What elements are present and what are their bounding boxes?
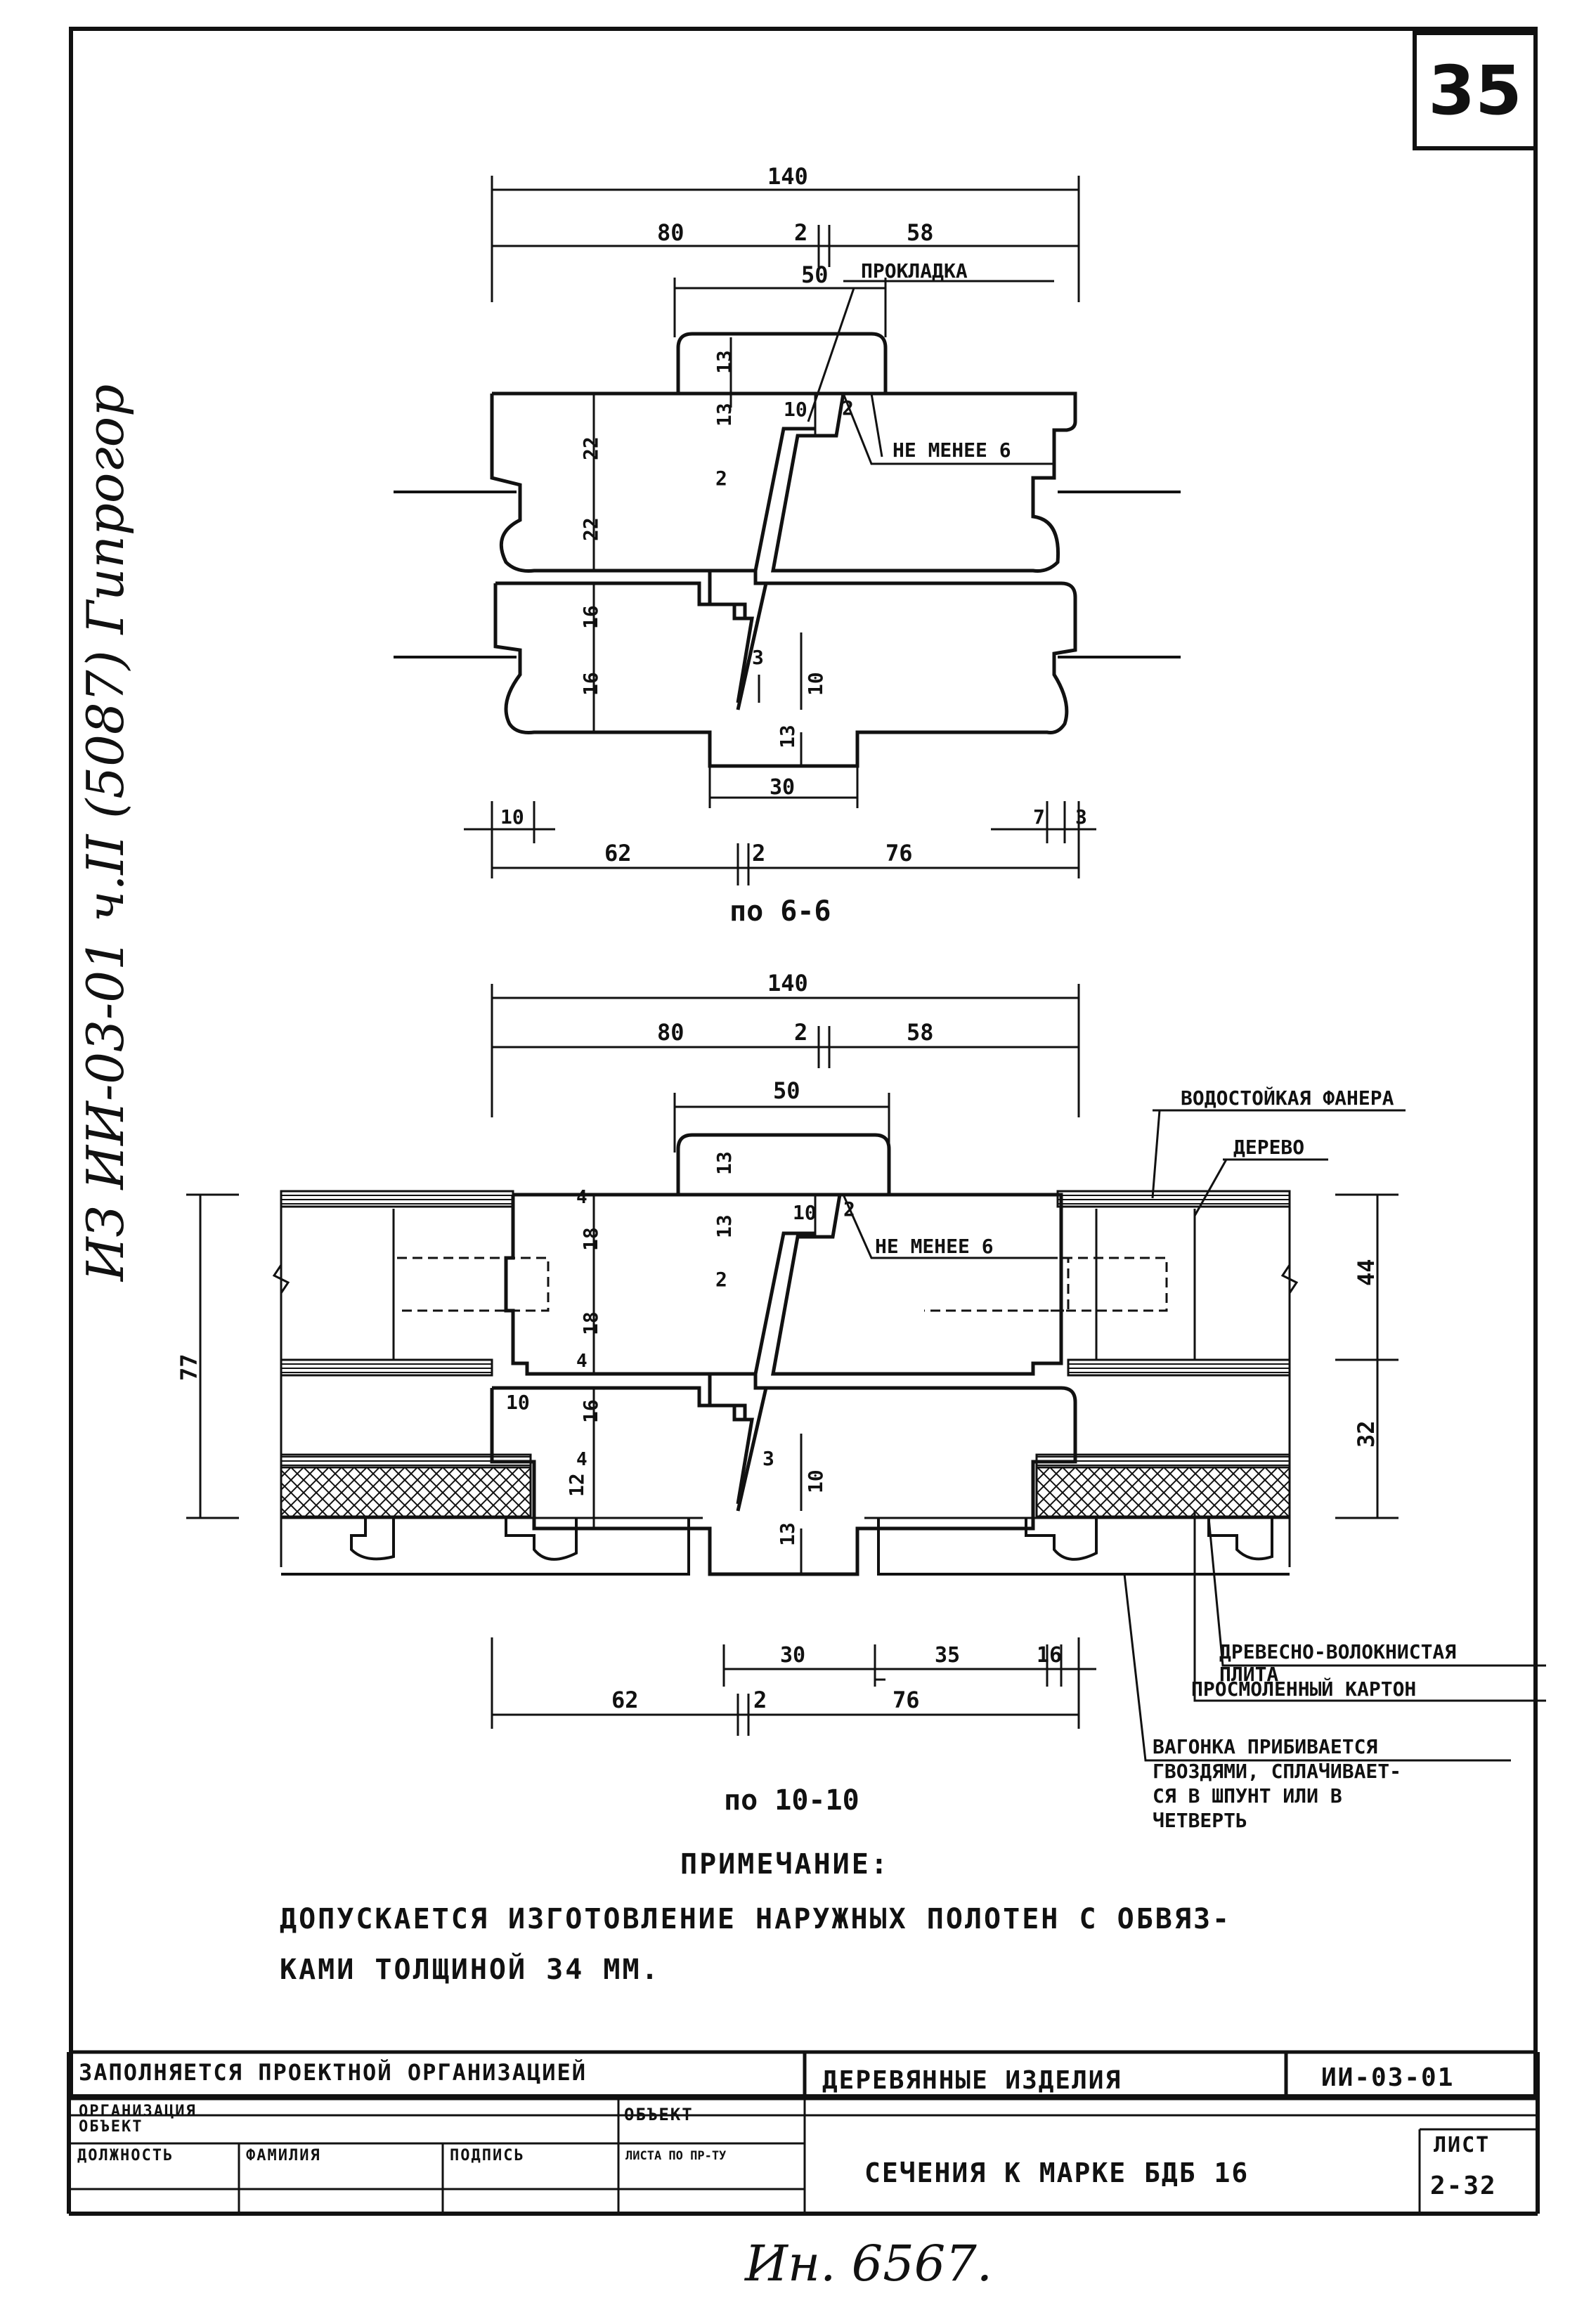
dim-d2b: 2 — [842, 396, 854, 420]
dim-bottom-cap: 30 — [770, 775, 795, 800]
dim-h4c: 4 — [576, 1449, 588, 1470]
section-10-10-labels: 140 80 2 58 50 ВОДОСТОЙКАЯ ФАНЕРА ДЕРЕВО… — [176, 970, 1456, 1832]
title-block-lines — [67, 2050, 1540, 2216]
dim-h18a: 18 — [579, 1227, 602, 1251]
label-lining-2: ГВОЗДЯМИ, СПЛАЧИВАЕТ- — [1153, 1760, 1401, 1783]
dim-total: 140 — [767, 163, 808, 190]
dim-b2: 2 — [752, 840, 765, 866]
dim-cap-width: 50 — [773, 1077, 800, 1104]
sheet-number: 35 — [1413, 31, 1538, 150]
dim-right: 58 — [907, 219, 934, 246]
tb-signature: ПОДПИСЬ — [450, 2147, 525, 2164]
dim-gap: 2 — [794, 219, 807, 246]
dim-b16: 16 — [1037, 1643, 1062, 1668]
dim-h18b: 18 — [579, 1311, 602, 1335]
dim-h16b: 16 — [579, 672, 602, 696]
dim-b35: 35 — [935, 1643, 960, 1668]
dim-total: 140 — [767, 970, 808, 997]
dim-b3: 3 — [1075, 805, 1087, 829]
dim-h22a: 22 — [579, 436, 602, 460]
label-cardboard: ПРОСМОЛЕННЫЙ КАРТОН — [1191, 1677, 1416, 1701]
dim-d2: 2 — [843, 1197, 855, 1221]
dim-h13c: 13 — [776, 725, 799, 748]
tb-doc-title: ДЕРЕВЯННЫЕ ИЗДЕЛИЯ — [822, 2066, 1122, 2095]
label-plywood: ВОДОСТОЙКАЯ ФАНЕРА — [1181, 1086, 1394, 1110]
dim-b62: 62 — [604, 840, 632, 866]
dim-d10b: 10 — [804, 672, 827, 696]
dim-h4b: 4 — [576, 1351, 588, 1372]
dim-cap-width: 50 — [801, 261, 829, 288]
dim-b76: 76 — [885, 840, 913, 866]
label-wood: ДЕРЕВО — [1233, 1136, 1304, 1159]
label-lining-1: ВАГОНКА ПРИБИВАЕТСЯ — [1153, 1735, 1377, 1758]
dim-h32: 32 — [1353, 1420, 1380, 1448]
dim-d3: 3 — [752, 646, 764, 669]
dim-d10b: 10 — [804, 1469, 827, 1493]
note-line-2: КАМИ ТОЛЩИНОЙ 34 ММ. — [280, 1954, 661, 1986]
dim-h44: 44 — [1353, 1259, 1380, 1286]
tb-surname: ФАМИЛИЯ — [246, 2147, 321, 2164]
dim-b62: 62 — [611, 1687, 639, 1713]
dim-h13a: 13 — [713, 350, 736, 374]
tb-object: ОБЪЕКТ — [624, 2105, 694, 2124]
dim-gap: 2 — [794, 1019, 807, 1046]
tb-sheet-ref: ЛИСТА ПО ПР-ТУ — [625, 2149, 727, 2163]
tb-filled-by: ЗАПОЛНЯЕТСЯ ПРОЕКТНОЙ ОРГАНИЗАЦИЕЙ — [79, 2059, 588, 2086]
dim-d10c: 10 — [506, 1391, 530, 1414]
tb-sheet-label: ЛИСТ — [1434, 2133, 1491, 2157]
dim-b30: 30 — [780, 1643, 805, 1668]
tb-organization: ОРГАНИЗАЦИЯ — [79, 2103, 197, 2120]
dim-total-h: 77 — [176, 1353, 202, 1381]
tb-doc-code: ИИ-03-01 — [1321, 2063, 1455, 2092]
dim-left: 80 — [657, 219, 684, 246]
dim-d2b: 2 — [715, 1268, 727, 1291]
dim-h16a: 16 — [579, 605, 602, 629]
dim-h16: 16 — [579, 1399, 602, 1423]
label-fiberboard-1: ДРЕВЕСНО-ВОЛОКНИСТАЯ — [1219, 1640, 1456, 1663]
dim-left: 80 — [657, 1019, 684, 1046]
tb-object-small: ОБЪЕКТ — [79, 2118, 143, 2136]
section-10-10 — [186, 984, 1546, 1762]
dim-h13b: 13 — [713, 403, 736, 427]
dim-h4a: 4 — [576, 1187, 588, 1208]
dim-h22b: 22 — [579, 517, 602, 541]
dim-h13a: 13 — [713, 1151, 736, 1175]
note-line-1: ДОПУСКАЕТСЯ ИЗГОТОВЛЕНИЕ НАРУЖНЫХ ПОЛОТЕ… — [280, 1903, 1232, 1935]
inventory-number: Ин. 6567. — [745, 2235, 993, 2292]
label-lining-4: ЧЕТВЕРТЬ — [1153, 1809, 1247, 1832]
label-fiberboard-2: ПЛИТА — [1219, 1663, 1278, 1686]
dim-b7: 7 — [1033, 805, 1045, 829]
note-title: ПРИМЕЧАНИЕ: — [680, 1848, 890, 1881]
label-min6: НЕ МЕНЕЕ 6 — [875, 1235, 994, 1258]
tb-position: ДОЛЖНОСТЬ — [77, 2147, 174, 2164]
dim-b10: 10 — [500, 805, 524, 829]
tb-sheet-value: 2-32 — [1430, 2172, 1497, 2200]
dim-right: 58 — [907, 1019, 934, 1046]
dim-d3: 3 — [762, 1447, 774, 1470]
tb-drawing-title: СЕЧЕНИЯ К МАРКЕ БДБ 16 — [864, 2157, 1250, 2188]
dim-h13c: 13 — [776, 1522, 799, 1546]
dim-d10: 10 — [784, 398, 807, 421]
dim-b76: 76 — [893, 1687, 920, 1713]
dim-h13b: 13 — [713, 1214, 736, 1238]
section-6-6-labels: 140 80 2 58 50 ПРОКЛАДКА 13 13 2 10 2 НЕ… — [500, 163, 1087, 928]
dim-d10: 10 — [793, 1201, 817, 1224]
label-lining-3: СЯ В ШПУНТ ИЛИ В — [1153, 1784, 1342, 1807]
label-gasket: ПРОКЛАДКА — [861, 259, 968, 283]
dim-d2: 2 — [715, 467, 727, 490]
label-min6: НЕ МЕНЕЕ 6 — [893, 439, 1011, 462]
dim-h12: 12 — [565, 1473, 588, 1497]
dim-b2: 2 — [753, 1687, 767, 1713]
section-6-6 — [394, 176, 1181, 885]
section-caption: по 6-6 — [729, 895, 831, 928]
section-caption: по 10-10 — [724, 1784, 859, 1817]
